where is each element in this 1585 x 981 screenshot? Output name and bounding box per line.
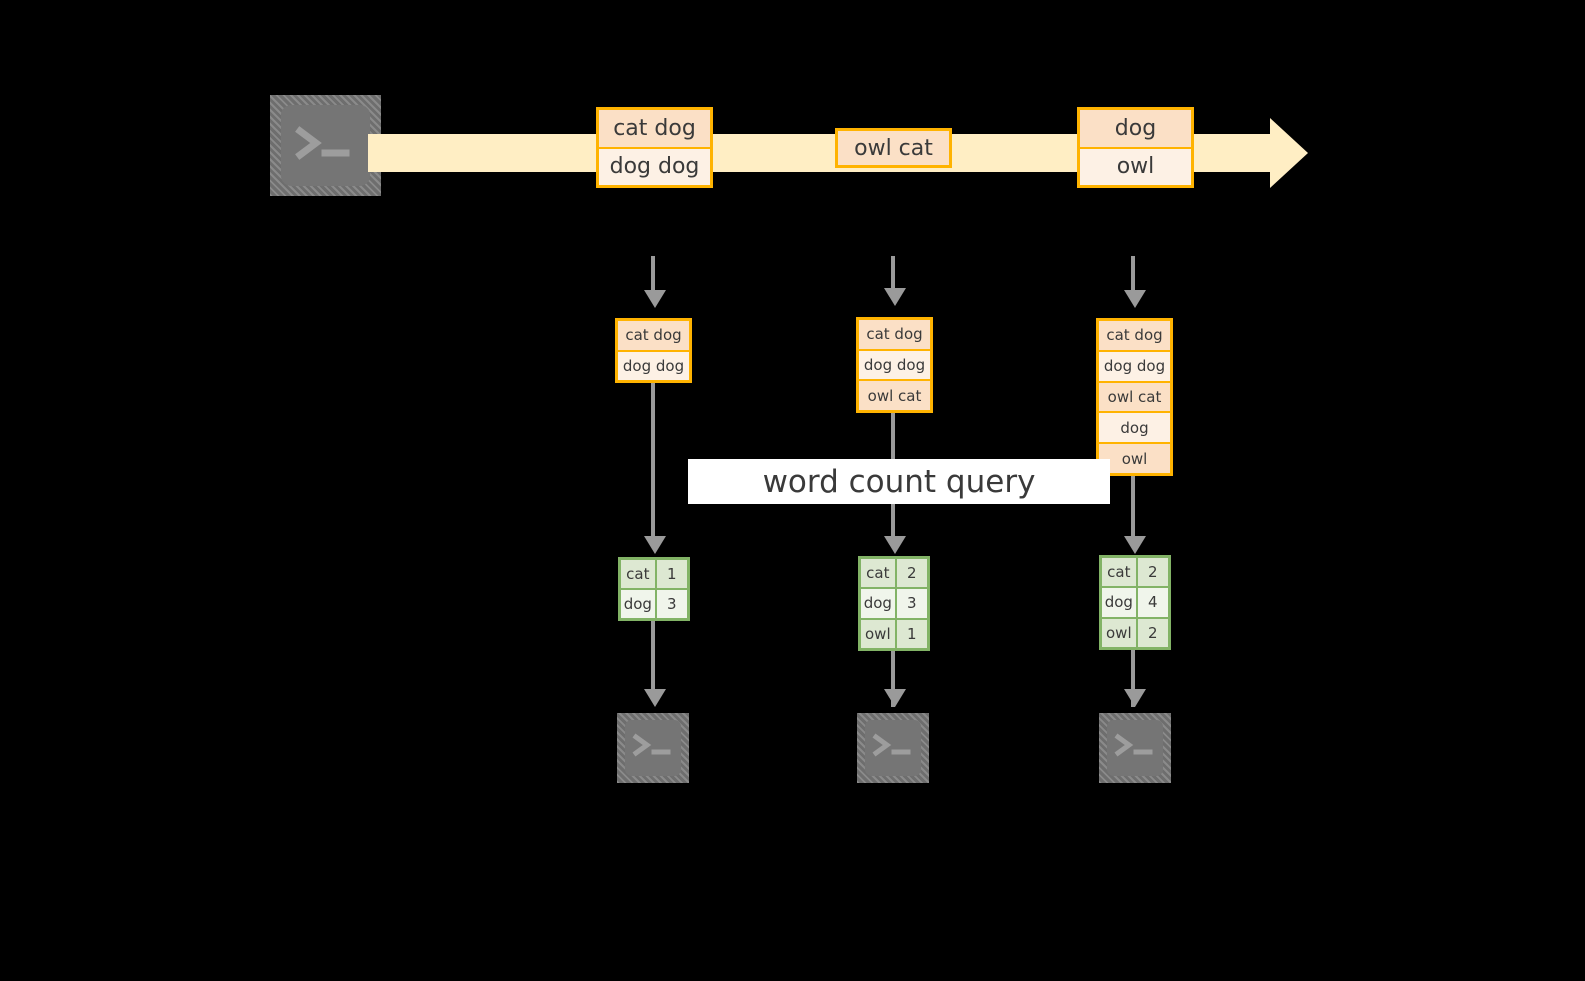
snapshot-1-tap-arrowhead	[644, 290, 666, 308]
result-row: cat 2	[861, 559, 927, 590]
snapshot-2-sink-line	[891, 651, 895, 707]
result-count: 1	[896, 619, 927, 648]
record-row: owl cat	[859, 381, 930, 411]
snapshot-1-records: cat dog dog dog	[615, 318, 692, 383]
result-word: cat	[621, 560, 657, 588]
event-stream-arrow-head	[1270, 118, 1308, 188]
result-row: cat 1	[621, 560, 687, 590]
stream-event-group-1: cat dog dog dog	[596, 107, 713, 188]
snapshot-2-tap-line	[891, 256, 895, 290]
terminal-prompt-glyph	[632, 733, 671, 757]
terminal-icon-screen	[1107, 720, 1163, 776]
result-count: 1	[656, 560, 687, 588]
record-row: cat dog	[859, 320, 930, 351]
stream-event-line: dog dog	[599, 148, 710, 185]
snapshot-1-sink-arrowhead	[644, 689, 666, 707]
result-row: dog 4	[1102, 588, 1168, 619]
snapshot-2-sink-arrowhead	[884, 689, 906, 707]
snapshot-1-query-line	[651, 383, 655, 538]
result-count: 2	[1137, 618, 1168, 647]
terminal-icon	[270, 95, 381, 196]
record-row: dog dog	[618, 351, 689, 380]
snapshot-3-sink-arrowhead	[1124, 689, 1146, 707]
stream-event-line: owl cat	[838, 131, 949, 165]
stream-event-line: dog	[1080, 110, 1191, 149]
stream-event-line: owl	[1080, 148, 1191, 185]
record-row: owl	[1099, 444, 1170, 473]
terminal-icon-screen	[281, 105, 370, 186]
stream-event-group-2: owl cat	[835, 128, 952, 168]
terminal-icon	[857, 713, 929, 783]
snapshot-3-tap-arrowhead	[1124, 290, 1146, 308]
snapshot-3-sink-line	[1131, 650, 1135, 707]
snapshot-1-tap-line	[651, 256, 655, 292]
record-row: cat dog	[1099, 321, 1170, 352]
result-row: owl 1	[861, 619, 927, 648]
result-word: owl	[861, 619, 897, 648]
snapshot-1-results: cat 1 dog 3	[618, 557, 690, 621]
query-label-band: word count query	[688, 459, 1110, 504]
stream-event-group-3: dog owl	[1077, 107, 1194, 188]
record-row: cat dog	[618, 321, 689, 352]
result-row: cat 2	[1102, 558, 1168, 589]
snapshot-1-sink-line	[651, 621, 655, 691]
result-row: dog 3	[621, 590, 687, 618]
snapshot-2-results: cat 2 dog 3 owl 1	[858, 556, 930, 651]
record-row: owl cat	[1099, 382, 1170, 414]
terminal-prompt-glyph	[1114, 733, 1153, 757]
terminal-icon	[617, 713, 689, 783]
terminal-prompt-glyph	[295, 126, 350, 160]
terminal-icon-screen	[865, 720, 921, 776]
query-label-text: word count query	[762, 463, 1036, 500]
result-count: 2	[1137, 558, 1168, 587]
record-row: dog	[1099, 413, 1170, 445]
result-word: dog	[1102, 588, 1138, 617]
result-row: owl 2	[1102, 618, 1168, 647]
terminal-icon	[1099, 713, 1171, 783]
terminal-icon-screen	[625, 720, 681, 776]
snapshot-3-records: cat dog dog dog owl cat dog owl	[1096, 318, 1173, 476]
result-word: dog	[621, 590, 657, 618]
record-row: dog dog	[859, 350, 930, 382]
snapshot-2-tap-arrowhead	[884, 288, 906, 306]
result-word: cat	[861, 559, 897, 588]
snapshot-1-query-arrowhead	[644, 536, 666, 554]
record-row: dog dog	[1099, 351, 1170, 383]
result-row: dog 3	[861, 589, 927, 620]
snapshot-3-results: cat 2 dog 4 owl 2	[1099, 555, 1171, 650]
result-count: 3	[656, 590, 687, 618]
snapshot-3-tap-line	[1131, 256, 1135, 292]
snapshot-3-query-arrowhead	[1124, 536, 1146, 554]
result-word: dog	[861, 589, 897, 618]
result-count: 3	[896, 589, 927, 618]
terminal-prompt-glyph	[872, 733, 911, 757]
snapshot-2-records: cat dog dog dog owl cat	[856, 317, 933, 413]
stream-event-line: cat dog	[599, 110, 710, 149]
snapshot-2-query-arrowhead	[884, 536, 906, 554]
result-count: 4	[1137, 588, 1168, 617]
result-word: owl	[1102, 618, 1138, 647]
result-count: 2	[896, 559, 927, 588]
result-word: cat	[1102, 558, 1138, 587]
snapshot-3-query-line	[1131, 476, 1135, 538]
